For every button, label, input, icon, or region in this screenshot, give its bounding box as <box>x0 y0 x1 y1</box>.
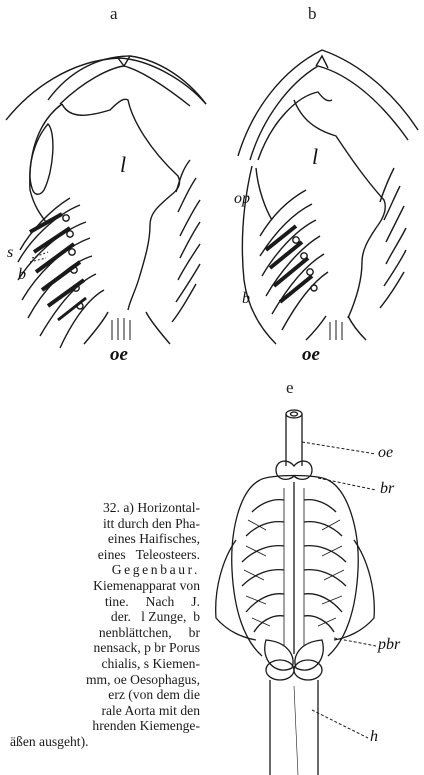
caption-line: eines Haifisches, <box>0 531 200 547</box>
panel-b-label-oe: oe <box>302 344 320 366</box>
panel-e: e <box>200 370 424 775</box>
caption-line: nensack, p br Porus <box>0 640 200 656</box>
caption-line: Kiemenapparat von <box>0 578 200 594</box>
panel-a-label-oe: oe <box>110 344 128 366</box>
caption-line: hrenden Kiemenge- <box>0 718 200 734</box>
caption-line: 32. a) Horizontal- <box>0 500 200 516</box>
caption-line: mm, oe Oesophagus, <box>0 672 200 688</box>
panel-e-label-oe: oe <box>378 444 393 462</box>
panel-b-label-op: op <box>234 190 250 208</box>
panel-b: b l o <box>212 0 424 370</box>
figure-caption: 32. a) Horizontal- itt durch den Pha- ei… <box>0 500 200 750</box>
caption-line: äßen ausgeht). <box>0 734 200 750</box>
caption-line: eines Teleosteers. <box>0 547 200 563</box>
panel-e-label-pbr: pbr <box>378 636 400 654</box>
caption-line: tine. Nach J. <box>0 594 200 610</box>
caption-line: chialis, s Kiemen- <box>0 656 200 672</box>
caption-line: rale Aorta mit den <box>0 703 200 719</box>
panel-a: a <box>0 0 212 370</box>
panel-e-label-br: br <box>380 480 394 498</box>
panel-b-label-l: l <box>312 144 318 170</box>
panel-b-label-b: b <box>242 290 250 308</box>
panel-a-label-l: l <box>120 152 126 178</box>
panel-e-label-h: h <box>370 728 378 746</box>
panel-a-label-s: s <box>7 244 13 262</box>
panel-b-drawing <box>212 0 424 370</box>
panel-e-drawing <box>200 370 424 775</box>
caption-line: erz (von dem die <box>0 687 200 703</box>
panel-a-drawing <box>0 0 212 370</box>
panel-a-label-b: b <box>18 266 26 284</box>
caption-line: Gegenbaur. <box>0 562 200 578</box>
caption-line: itt durch den Pha- <box>0 516 200 532</box>
caption-line: nenblättchen, br <box>0 625 200 641</box>
caption-line: der. l Zunge, b <box>0 609 200 625</box>
